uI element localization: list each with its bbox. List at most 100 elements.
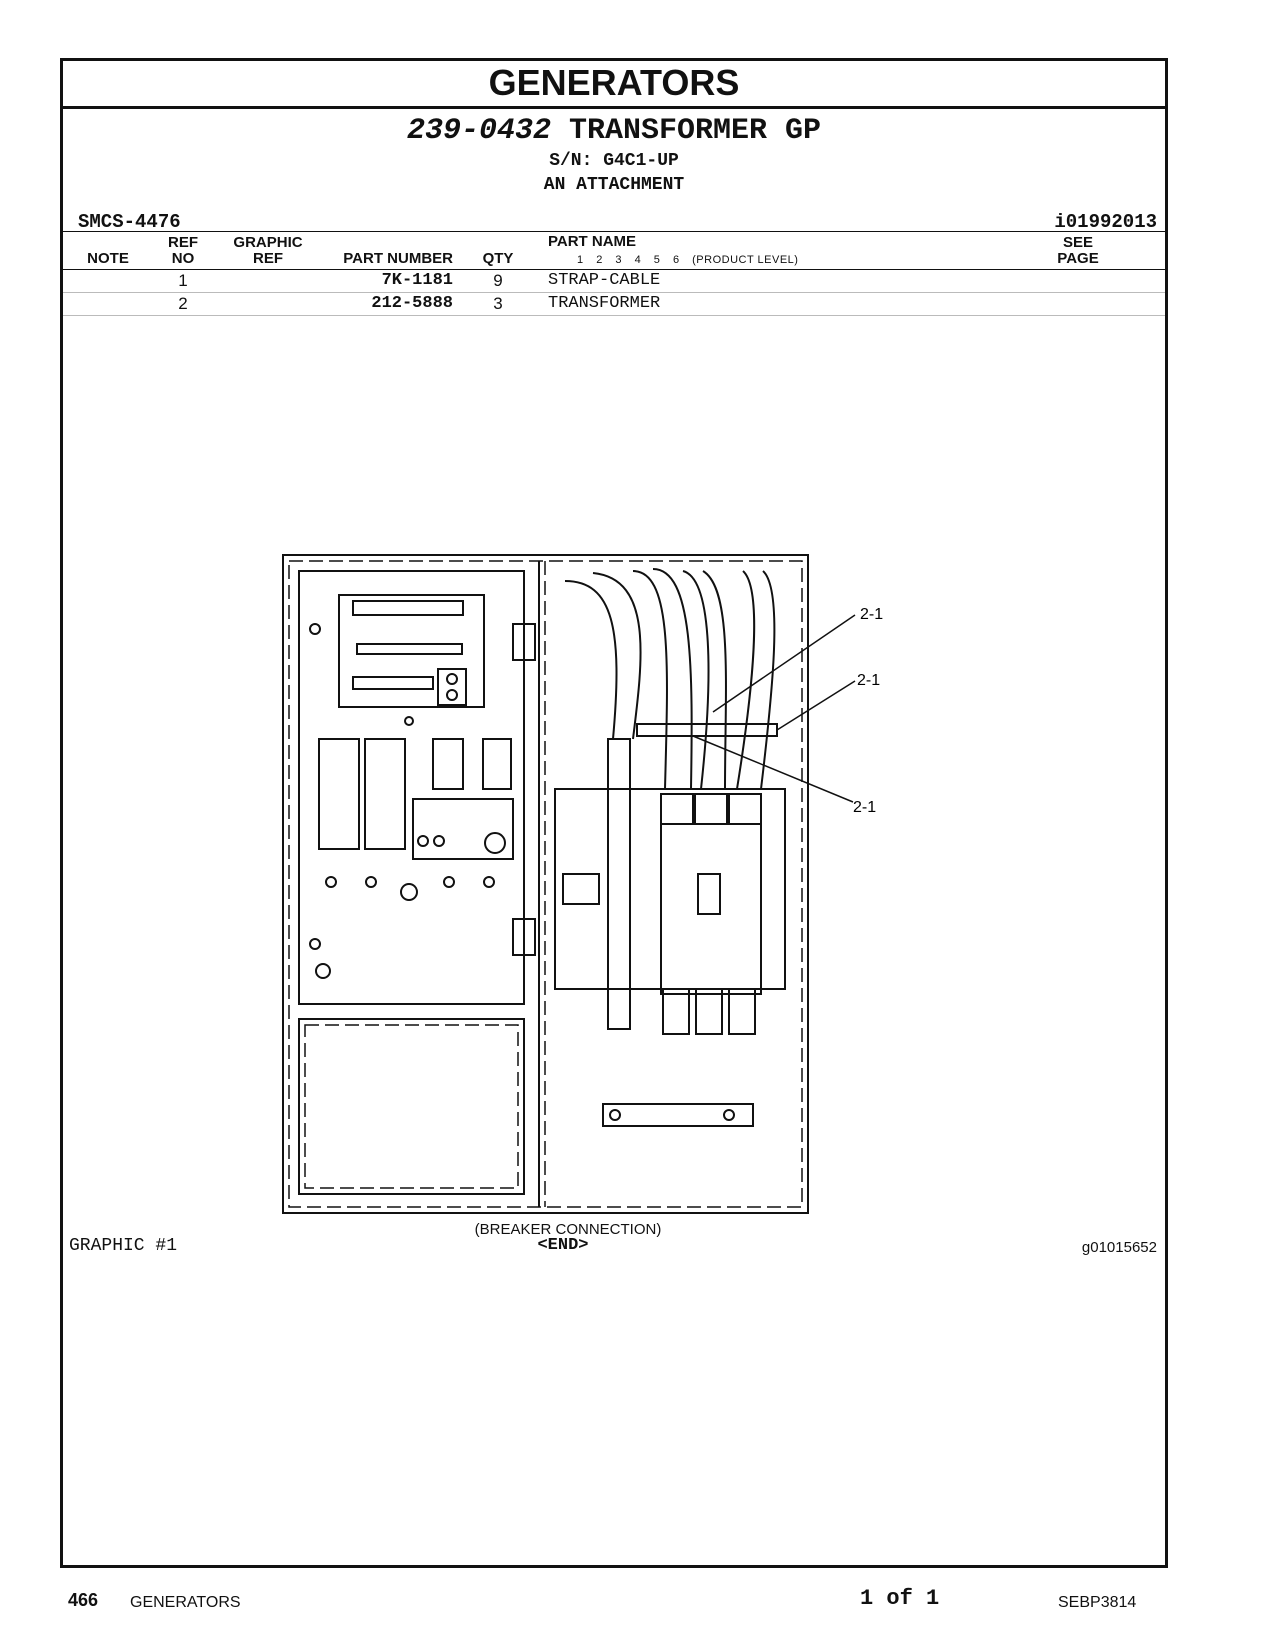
line-lug-1 [660, 793, 694, 825]
callout-leader-1 [712, 614, 856, 713]
attachment-label: AN ATTACHMENT [543, 175, 685, 195]
callout-leader-3 [692, 735, 854, 803]
control-module [412, 798, 514, 860]
neutral-bus-bar [607, 738, 631, 1030]
panel-knob-bottom [309, 938, 321, 950]
terminal-strip-bottom [352, 676, 434, 690]
product-level-3: 3 [615, 254, 622, 266]
group-part-number: 239-0432 [406, 114, 551, 148]
graphic-label: GRAPHIC #1 [69, 1236, 178, 1256]
left-upper-panel [298, 570, 525, 1005]
relay-hole-2 [446, 689, 458, 701]
callout-1: 2-1 [860, 606, 883, 623]
col-ref-no-line2: NO [171, 250, 195, 267]
table-top-rule [63, 231, 1165, 232]
end-marker: <END> [537, 1236, 589, 1255]
footer-section: GENERATORS [130, 1594, 241, 1611]
row2-qty: 3 [493, 294, 503, 313]
main-breaker-plate [554, 788, 786, 990]
line-lug-2 [694, 793, 728, 825]
cable-1-edge [592, 572, 642, 740]
drawing-caption: (BREAKER CONNECTION) [474, 1221, 662, 1238]
row1-part-name: STRAP-CABLE [548, 271, 661, 290]
graphic-id: g01015652 [1081, 1239, 1157, 1256]
lamp-1 [325, 876, 337, 888]
cable-3 [682, 570, 710, 790]
row1-rule [63, 292, 1165, 293]
terminal-bar [356, 643, 463, 655]
footer-page-number: 466 [68, 1590, 99, 1610]
col-part-number: PART NUMBER [343, 250, 453, 267]
header-rule [63, 269, 1165, 270]
col-graphic-ref-line2: REF [253, 250, 283, 267]
row2-part-number: 212-5888 [371, 294, 453, 313]
col-ref-no: REF NO [153, 235, 213, 267]
col-see-page-line2: PAGE [1057, 250, 1099, 267]
panel-screw [404, 716, 414, 726]
section-banner: GENERATORS [63, 61, 1165, 109]
product-level-4: 4 [634, 254, 642, 266]
col-ref-no-line1: REF [168, 234, 198, 251]
breaker-1 [318, 738, 360, 850]
row1-part-number: 7K-1181 [381, 271, 453, 290]
terminal-board [338, 594, 485, 708]
cable-4-edge [760, 570, 776, 790]
page-frame: GENERATORS 239-0432 TRANSFORMER GP S/N: … [60, 58, 1168, 1568]
breaker-handle [697, 873, 721, 915]
lamp-4 [483, 876, 495, 888]
callout-3: 2-1 [853, 799, 876, 816]
row1-ref-no: 1 [178, 271, 188, 290]
serial-number: S/N: G4C1-UP [549, 151, 679, 171]
module-hole-2 [433, 835, 445, 847]
lamp-3 [443, 876, 455, 888]
cable-2-edge [652, 568, 693, 790]
cable-1 [564, 580, 618, 740]
group-part-name: TRANSFORMER GP [569, 114, 822, 148]
left-lower-dashed [304, 1024, 519, 1189]
ground-bar-hole-2 [723, 1109, 735, 1121]
product-levels: 1 2 3 4 5 6 (PRODUCT LEVEL) [577, 254, 807, 266]
callout-2: 2-1 [857, 672, 880, 689]
cable-2 [632, 570, 668, 790]
smcs-code: SMCS-4476 [78, 211, 181, 233]
group-title: 239-0432 TRANSFORMER GP [63, 113, 1165, 149]
product-level-label: (PRODUCT LEVEL) [692, 254, 799, 266]
hinge-bottom [512, 918, 536, 956]
lamp-2 [365, 876, 377, 888]
load-lug-2 [695, 988, 723, 1035]
title-block: 239-0432 TRANSFORMER GP S/N: G4C1-UP AN … [63, 113, 1165, 197]
round-connector [484, 832, 506, 854]
hinge-top [512, 623, 536, 661]
line-lug-3 [728, 793, 762, 825]
col-see-page: SEE PAGE [1043, 235, 1113, 267]
row1-qty: 9 [493, 271, 503, 290]
footer-publication: SEBP3814 [1058, 1594, 1137, 1611]
module-hole-1 [417, 835, 429, 847]
breaker-connection-drawing: 2-1 2-1 2-1 [282, 554, 883, 1214]
panel-lock [315, 963, 331, 979]
cable-3-edge [702, 570, 727, 790]
col-see-page-line1: SEE [1062, 234, 1093, 251]
col-part-name: PART NAME [548, 233, 637, 250]
product-level-1: 1 [577, 254, 584, 266]
connector-1 [432, 738, 464, 790]
connector-2 [482, 738, 512, 790]
relay-block [437, 668, 467, 706]
breaker-2 [364, 738, 406, 850]
selector-knob [400, 883, 418, 901]
load-lug-3 [728, 988, 756, 1035]
left-lower-panel [298, 1018, 525, 1195]
load-lug-1 [662, 988, 690, 1035]
row2-ref-no: 2 [178, 294, 188, 313]
product-level-2: 2 [596, 254, 603, 266]
aux-switch [562, 873, 600, 905]
callout-leader-2 [776, 680, 856, 731]
cable-4 [736, 570, 756, 790]
cabinet-outline [282, 554, 809, 1214]
terminal-strip-top [352, 600, 464, 616]
footer-page-of: 1 of 1 [860, 1586, 940, 1611]
ground-bar [602, 1103, 754, 1127]
relay-hole-1 [446, 673, 458, 685]
col-graphic-ref-line1: GRAPHIC [233, 234, 303, 251]
document-id: i01992013 [1054, 211, 1157, 233]
